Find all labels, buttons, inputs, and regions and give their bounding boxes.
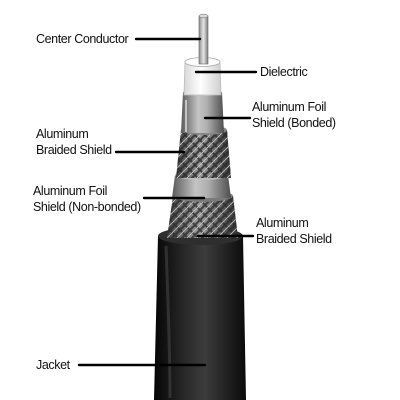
label-braid-lower: Aluminum Braided Shield bbox=[256, 215, 332, 247]
jacket bbox=[154, 227, 246, 400]
label-foil-nonbonded-line1: Aluminum Foil bbox=[33, 184, 107, 198]
label-center-conductor: Center Conductor bbox=[36, 32, 129, 46]
label-braid-lower-line1: Aluminum bbox=[256, 216, 309, 230]
label-braid-lower-line2: Braided Shield bbox=[256, 232, 332, 246]
label-jacket: Jacket bbox=[36, 358, 70, 372]
label-foil-nonbonded: Aluminum Foil Shield (Non-bonded) bbox=[33, 183, 141, 215]
label-foil-bonded-line2: Shield (Bonded) bbox=[252, 116, 336, 130]
label-foil-bonded-line1: Aluminum Foil bbox=[252, 100, 326, 114]
label-dielectric: Dielectric bbox=[260, 65, 308, 79]
label-foil-bonded: Aluminum Foil Shield (Bonded) bbox=[252, 99, 336, 131]
label-braid-upper: Aluminum Braided Shield bbox=[36, 126, 112, 158]
leader-lines bbox=[77, 37, 258, 367]
label-foil-nonbonded-line2: Shield (Non-bonded) bbox=[33, 200, 141, 214]
label-braid-upper-line2: Braided Shield bbox=[36, 143, 112, 157]
label-braid-upper-line1: Aluminum bbox=[36, 127, 89, 141]
